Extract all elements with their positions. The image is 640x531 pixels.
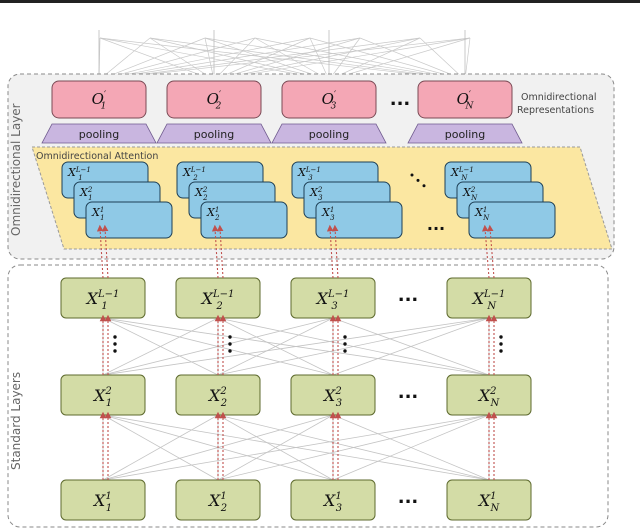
- diagonal-ellipsis-dot: [410, 173, 414, 177]
- pooling-block-2: pooling: [156, 123, 272, 144]
- output-label-2: O′2: [207, 90, 222, 112]
- pooling-label: pooling: [79, 128, 120, 141]
- omnidirectional-representations-label-1: Omnidirectional: [521, 92, 597, 103]
- diagonal-ellipsis-dot: [422, 184, 426, 188]
- output-node-1: O′1: [51, 80, 147, 119]
- pooling-block-N: pooling: [407, 123, 523, 144]
- output-label-1: O′1: [92, 90, 107, 112]
- output-row: O′1 O′2 O′3 O′N: [51, 80, 513, 119]
- omnidirectional-layer-label: Omnidirectional Layer: [9, 103, 23, 236]
- ellipsis-marks: ...............: [113, 89, 503, 508]
- ellipsis-row-mid: ...: [398, 382, 419, 403]
- omnidirectional-representations-label-2: Representations: [517, 105, 594, 116]
- vertical-ellipsis-dot: [113, 349, 117, 353]
- output-node-2: O′2: [166, 80, 262, 119]
- pooling-block-3: pooling: [271, 123, 387, 144]
- vertical-ellipsis-dot: [228, 335, 232, 339]
- pooling-label: pooling: [309, 128, 350, 141]
- vertical-ellipsis-dot: [113, 342, 117, 346]
- vertical-ellipsis-dot: [228, 342, 232, 346]
- vertical-ellipsis-dot: [499, 349, 503, 353]
- pooling-label: pooling: [194, 128, 235, 141]
- ellipsis-row-top: ...: [398, 285, 419, 306]
- ellipsis-row-bottom: ...: [398, 487, 419, 508]
- vertical-ellipsis-dot: [343, 335, 347, 339]
- incoming-connections: [98, 30, 471, 81]
- output-label-3: O′3: [322, 90, 337, 112]
- pooling-block-1: pooling: [41, 123, 157, 144]
- pooling-label: pooling: [445, 128, 486, 141]
- vertical-ellipsis-dot: [228, 349, 232, 353]
- vertical-ellipsis-dot: [113, 335, 117, 339]
- layer-connections: [102, 317, 490, 481]
- standard-layers-label: Standard Layers: [9, 372, 23, 470]
- output-node-3: O′3: [281, 80, 377, 119]
- top-rule: [0, 0, 640, 3]
- omnidirectional-attention-label: Omnidirectional Attention: [36, 151, 158, 162]
- vertical-ellipsis-dot: [343, 342, 347, 346]
- output-node-N: O′N: [417, 80, 513, 119]
- output-label-N: O′N: [457, 90, 475, 112]
- vertical-ellipsis-dot: [499, 335, 503, 339]
- pooling-row: pooling pooling pooling pooling: [41, 123, 523, 144]
- vertical-ellipsis-dot: [343, 349, 347, 353]
- vertical-ellipsis-dot: [499, 342, 503, 346]
- diagonal-ellipsis-dot: [416, 178, 420, 182]
- residual-arrows: [96, 224, 498, 480]
- ellipsis-stacks: ...: [427, 215, 445, 234]
- ellipsis-outputs: ...: [390, 89, 411, 110]
